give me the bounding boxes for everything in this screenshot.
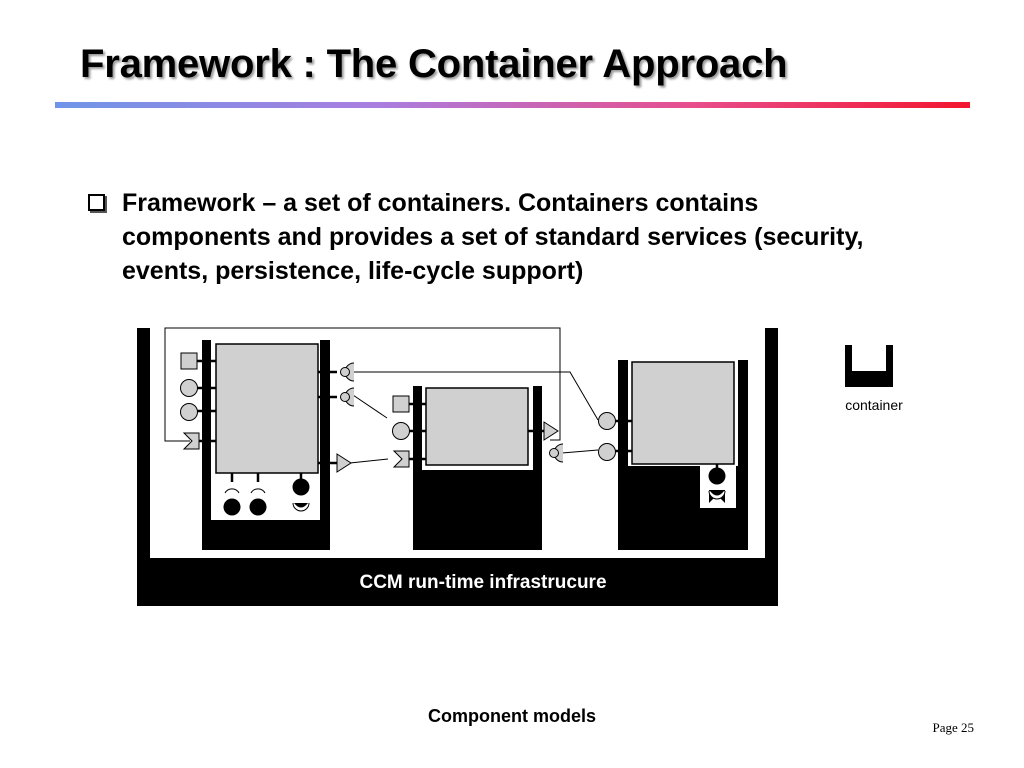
connection-wires — [164, 327, 599, 464]
slide-caption: Component models — [427, 706, 596, 726]
container-legend-icon — [845, 345, 893, 387]
infrastructure-label: CCM run-time infrastrucure — [359, 572, 606, 593]
slide-title: Framework : The Container Approach — [80, 42, 788, 86]
page-number: Page 25 — [932, 720, 974, 735]
component-1 — [215, 343, 319, 474]
bullet-text: Framework – a set of containers. Contain… — [122, 189, 864, 285]
container-2 — [392, 386, 564, 550]
checkbox-bullet-icon — [88, 194, 105, 211]
component-3 — [631, 361, 735, 465]
container-3 — [598, 360, 748, 550]
title-divider — [55, 102, 970, 108]
container-1 — [180, 340, 355, 550]
framework-tray — [137, 328, 778, 606]
component-2 — [425, 387, 529, 466]
legend-label: container — [845, 397, 903, 413]
